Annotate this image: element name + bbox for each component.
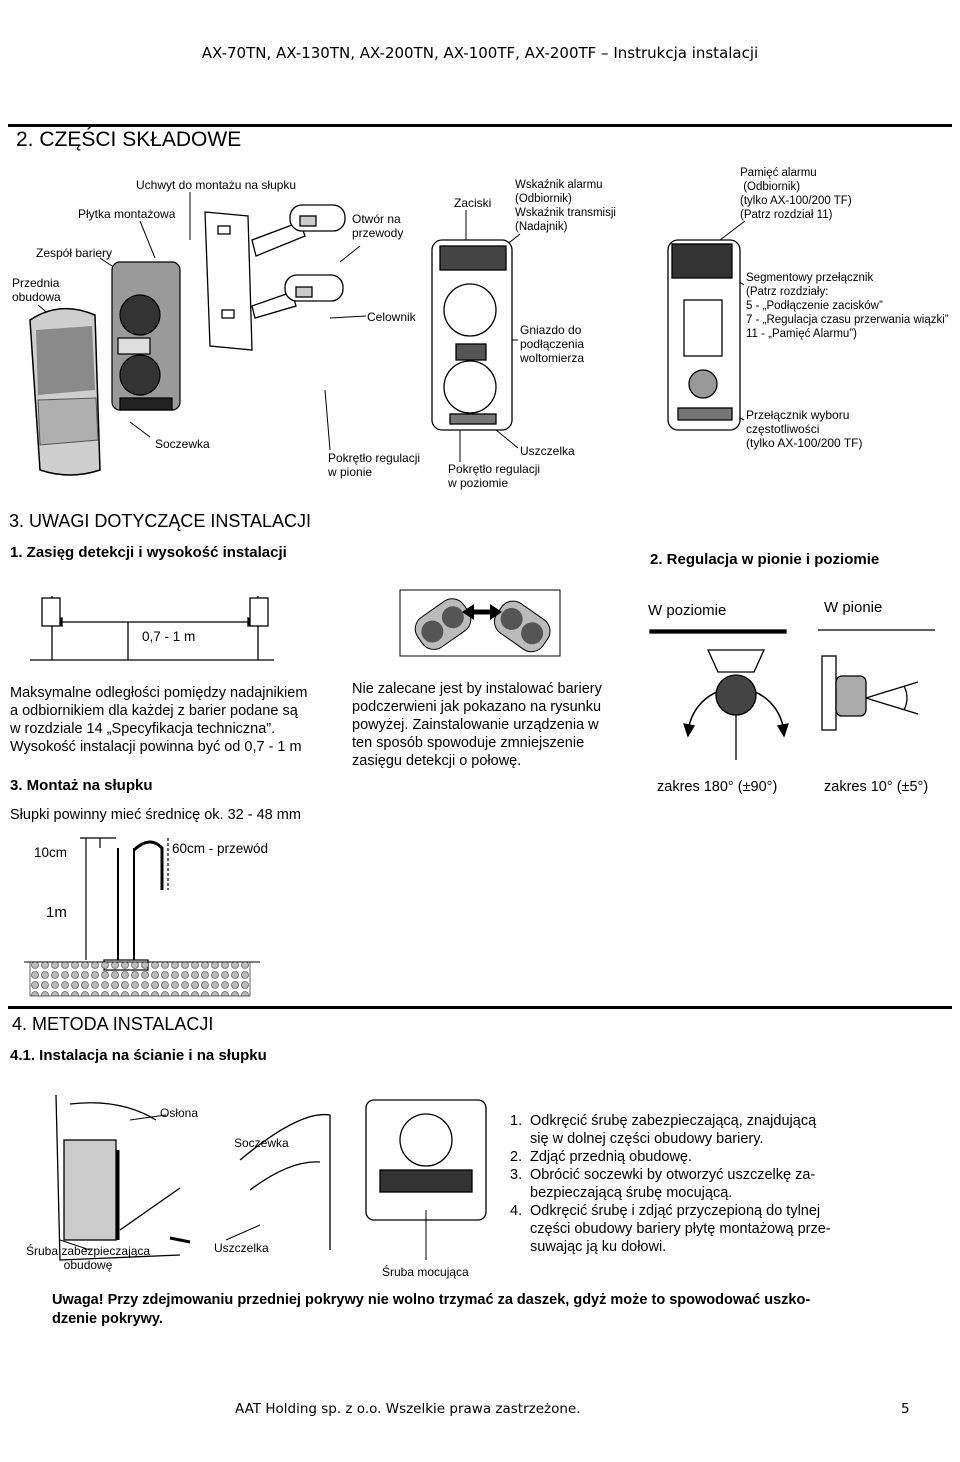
label-zaciski: Zaciski [454, 196, 492, 210]
paragraph-warning-tilt: Nie zalecane jest by instalować bariery … [352, 681, 602, 769]
vertical-adjust-drawing [818, 629, 935, 731]
label-otwor: Otwór na przewody [352, 212, 404, 240]
step-item: 2. Zdjąć przednią obudowę. [510, 1148, 850, 1166]
step-text: Zdjąć przednią obudowę. [530, 1149, 693, 1165]
step-number: 3. [510, 1167, 523, 1183]
step-item: 4. Odkręcić śrubę i zdjąć przyczepioną do… [510, 1202, 850, 1256]
front-cover-drawing [29, 307, 101, 476]
section-divider-4 [8, 1006, 952, 1009]
label-sruba-moc: Śruba mocująca [382, 1265, 469, 1279]
height-label: 0,7 - 1 m [142, 629, 196, 644]
inner-unit-drawing [431, 239, 513, 431]
left-cover-drawing [55, 1094, 191, 1261]
vertical-label: W pionie [824, 599, 883, 616]
mounting-plate-drawing [204, 204, 346, 351]
label-uszczelka-4: Uszczelka [214, 1241, 269, 1255]
height-diagram [30, 596, 274, 661]
barrier-unit-drawing [111, 261, 181, 411]
subsection-range-height: 1. Zasięg detekcji i wysokość instalacji [10, 544, 287, 561]
pole-diameter-note: Słupki powinny mieć średnicę ok. 32 - 48… [10, 807, 301, 823]
section-2-title: 2. CZĘŚCI SKŁADOWE [16, 128, 242, 151]
subsection-4-1: 4.1. Instalacja na ścianie i na słupku [10, 1047, 267, 1064]
step-number: 2. [510, 1149, 523, 1165]
label-1m: 1m [46, 904, 67, 921]
page-header: AX-70TN, AX-130TN, AX-200TN, AX-100TF, A… [201, 44, 759, 62]
label-soczewka-4: Soczewka [234, 1136, 289, 1150]
label-przednia: Przednia obudowa [12, 276, 61, 304]
horizontal-label: W poziomie [648, 602, 727, 619]
step-text: Odkręcić śrubę zabezpieczającą, znajdują… [530, 1113, 817, 1147]
label-pokretlo-poziom: Pokrętło regulacji w poziomie [448, 462, 541, 490]
range-vertical: zakres 10° (±5°) [824, 779, 929, 795]
section-4-title: 4. METODA INSTALACJI [12, 1014, 214, 1034]
section-divider [8, 124, 952, 127]
horizontal-adjust-drawing [649, 629, 789, 760]
label-uchwyt: Uchwyt do montażu na słupku [136, 178, 297, 192]
label-segmentowy: Segmentowy przełącznik (Patrz rozdziały:… [746, 272, 949, 340]
label-10cm: 10cm [34, 845, 68, 860]
tilted-barriers-drawing [399, 589, 561, 657]
label-przelacznik: Przełącznik wyboru częstotliwości (tylko… [746, 408, 863, 450]
warning-note: Uwaga! Przy zdejmowaniu przedniej pokryw… [52, 1292, 811, 1327]
step-number: 4. [510, 1203, 523, 1219]
label-pamiec: Pamięć alarmu (Odbiornik) (tylko AX-100/… [740, 167, 852, 221]
step-number: 1. [510, 1113, 523, 1129]
page-number: 5 [901, 1401, 910, 1417]
step-item: 3. Obrócić soczewki by otworzyć uszczelkę… [510, 1166, 850, 1202]
paragraph-distance: Maksymalne odległości pomiędzy nadajniki… [10, 685, 308, 755]
label-soczewka: Soczewka [155, 437, 210, 451]
label-zespol: Zespół bariery [36, 246, 113, 260]
label-gniazdo: Gniazdo do podłączenia woltomierza [520, 323, 585, 365]
step-list: 1. Odkręcić śrubę zabezpieczającą, znajdu… [510, 1112, 850, 1256]
label-sruba-zab: Śruba zabezpieczająca obudowę [26, 1244, 151, 1272]
label-celownik: Celownik [367, 310, 416, 324]
step-text: Obrócić soczewki by otworzyć uszczelkę z… [530, 1167, 816, 1201]
range-horizontal: zakres 180° (±90°) [657, 779, 778, 795]
ground-pattern [29, 961, 251, 997]
receiver-unit-drawing [667, 239, 741, 431]
footer-text: AAT Holding sp. z o.o. Wszelkie prawa za… [235, 1401, 581, 1417]
label-plytka: Płytka montażowa [78, 207, 176, 221]
inner-mount-drawing [365, 1099, 487, 1260]
label-uszczelka: Uszczelka [520, 444, 575, 458]
lens-cover-drawing [225, 1113, 331, 1250]
label-60cm: 60cm - przewód [172, 841, 269, 856]
label-oslona: Osłona [160, 1106, 199, 1120]
subsection-pole-mount: 3. Montaż na słupku [10, 777, 153, 794]
section-3-title: 3. UWAGI DOTYCZĄCE INSTALACJI [9, 511, 312, 531]
step-text: Odkręcić śrubę i zdjąć przyczepioną do t… [530, 1203, 831, 1255]
label-pokretlo-pion: Pokrętło regulacji w pionie [328, 451, 421, 479]
subsection-adjustment: 2. Regulacja w pionie i poziomie [650, 551, 880, 568]
label-wskaznik: Wskaźnik alarmu (Odbiornik) Wskaźnik tra… [515, 179, 616, 233]
step-item: 1. Odkręcić śrubę zabezpieczającą, znajdu… [510, 1112, 850, 1148]
